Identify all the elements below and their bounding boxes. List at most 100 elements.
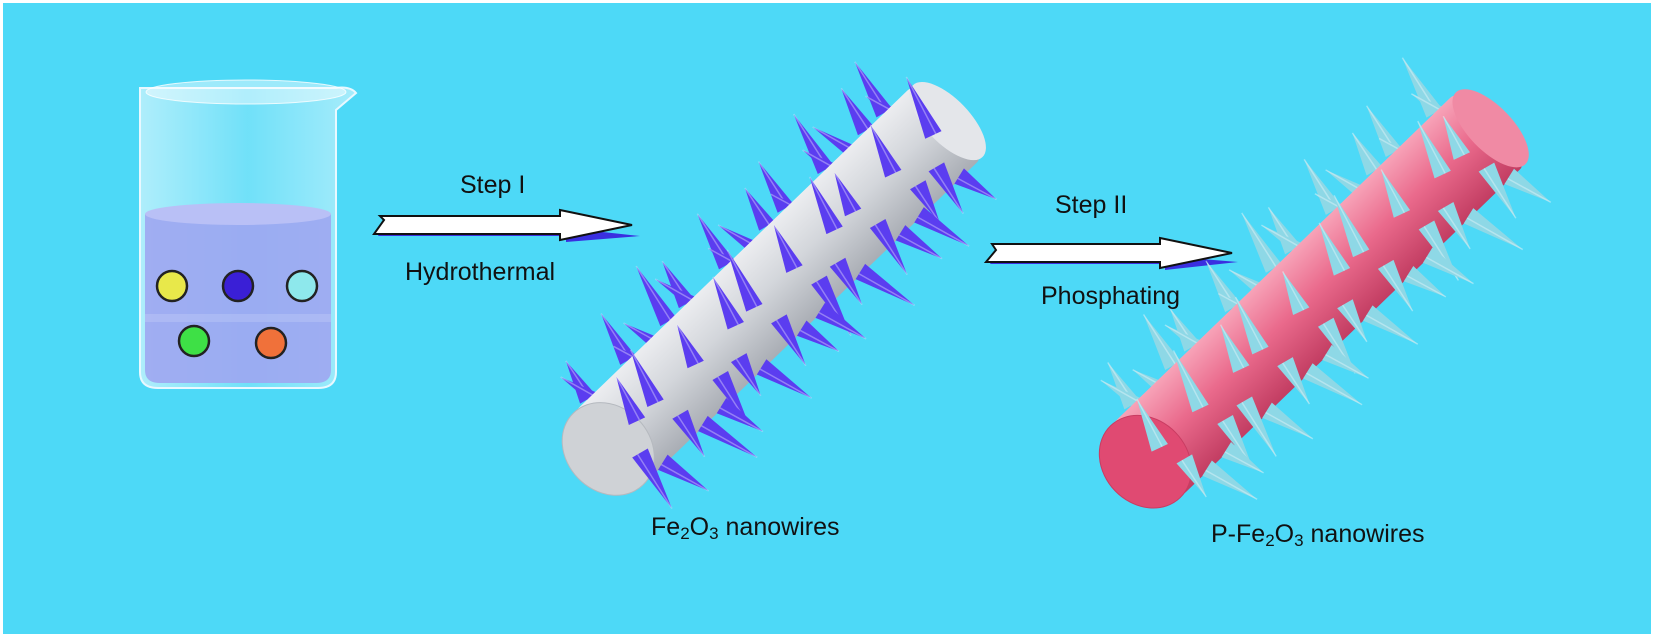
fe2o3-label-sub2: 3 bbox=[709, 524, 719, 543]
nanowire-spike-highlight bbox=[1365, 314, 1419, 345]
p-fe2o3-front-spikes bbox=[1136, 115, 1552, 500]
nanowire-spike-highlight bbox=[1241, 401, 1277, 457]
nanowire-spike bbox=[1262, 402, 1313, 439]
nanowire-spike bbox=[1303, 363, 1363, 405]
nanowire-spike-highlight bbox=[1224, 451, 1264, 474]
nanowire-spike bbox=[910, 180, 940, 223]
nanowire-spike-highlight bbox=[1234, 296, 1264, 350]
fe2o3-label-sub1: 2 bbox=[680, 524, 690, 543]
nanowire-spike bbox=[744, 188, 775, 231]
step-2-title: Step II bbox=[1055, 191, 1128, 219]
nanowire-spike bbox=[1377, 259, 1413, 312]
p-fe2o3-rod-end-cap bbox=[1098, 414, 1192, 509]
precursor-ion-orange bbox=[254, 326, 288, 360]
nanowire-spike bbox=[1403, 265, 1446, 297]
nanowire-spike-highlight bbox=[1425, 256, 1474, 285]
nanowire-spike bbox=[1143, 314, 1181, 371]
nanowire-spike-highlight bbox=[1507, 177, 1552, 203]
nanowire-spike-highlight bbox=[914, 185, 941, 224]
nanowire-spike bbox=[1381, 169, 1411, 218]
nanowire-spike bbox=[698, 415, 758, 458]
step-1-title: Step I bbox=[460, 171, 526, 199]
fe2o3-nanowire bbox=[560, 61, 997, 509]
nanowire-spike-highlight bbox=[874, 224, 908, 276]
nanowire-spike bbox=[630, 349, 664, 408]
p-fe2o3-label-prefix: P-Fe bbox=[1211, 520, 1266, 548]
nanowire-spike-highlight bbox=[676, 324, 699, 364]
nanowire-spike-highlight bbox=[637, 453, 673, 509]
nanowire-spike bbox=[773, 224, 803, 273]
nanowire-spike bbox=[1422, 247, 1474, 284]
nanowire-spike bbox=[809, 176, 843, 235]
nanowire-spike-highlight bbox=[1442, 207, 1471, 250]
nanowire-spike bbox=[636, 266, 676, 327]
nanowire-spike-highlight bbox=[1380, 169, 1406, 214]
nanowire-spike bbox=[1282, 271, 1310, 316]
nanowire-spike-highlight bbox=[1382, 265, 1414, 312]
nanowire-spike-highlight bbox=[1241, 212, 1277, 268]
beaker-with-precursor-solution bbox=[139, 79, 358, 389]
nanowire-spike bbox=[1217, 415, 1253, 467]
nanowire-spike-highlight bbox=[858, 273, 916, 307]
p-fe2o3-nanowire bbox=[1098, 57, 1552, 509]
nanowire-spike-highlight bbox=[1205, 469, 1258, 500]
nanowire-spike-highlight bbox=[719, 407, 764, 433]
nanowire-spike-highlight bbox=[629, 349, 659, 403]
nanowire-spike bbox=[677, 324, 704, 369]
nanowire-spike bbox=[796, 320, 840, 352]
nanowire-spike-highlight bbox=[1351, 132, 1378, 171]
nanowire-spike bbox=[756, 359, 812, 399]
fe2o3-label: Fe2O3 nanowires bbox=[651, 513, 839, 542]
nanowire-spike-highlight bbox=[917, 216, 970, 247]
nanowire-spike-highlight bbox=[898, 234, 943, 260]
beaker-rim bbox=[145, 79, 347, 105]
p-fe2o3-label-suffix: nanowires bbox=[1303, 520, 1425, 548]
nanowire-spike bbox=[928, 162, 964, 214]
nanowire-spike-highlight bbox=[834, 263, 863, 306]
nanowire-spike-highlight bbox=[615, 376, 641, 421]
nanowire-spike-highlight bbox=[701, 425, 758, 459]
nanowire-spike-highlight bbox=[1181, 459, 1207, 498]
nanowire-spike-highlight bbox=[1142, 314, 1176, 365]
nanowire-spike bbox=[727, 249, 763, 312]
nanowire-spike bbox=[672, 409, 705, 457]
nanowire-spike bbox=[1202, 460, 1258, 500]
nanowire-spike bbox=[906, 76, 942, 139]
nanowire-spike bbox=[1322, 344, 1369, 379]
nanowire-spike-highlight bbox=[735, 358, 762, 397]
nanowire-spike bbox=[1136, 398, 1168, 452]
nanowire-spike-highlight bbox=[1281, 270, 1305, 311]
nanowire-spike bbox=[1176, 454, 1207, 497]
nanowire-spike-highlight bbox=[635, 265, 672, 321]
precursor-ion-cyan bbox=[285, 269, 319, 303]
nanowire-spike bbox=[914, 207, 970, 247]
nanowire-spike-highlight bbox=[840, 87, 869, 130]
step-2-method: Phosphating bbox=[1041, 282, 1181, 310]
nanowire-spike-highlight bbox=[1306, 372, 1363, 406]
nanowire-spike bbox=[1277, 357, 1310, 405]
nanowire-spike-highlight bbox=[1282, 362, 1311, 405]
nanowire-spike bbox=[815, 302, 867, 339]
nanowire-spike-highlight bbox=[1406, 275, 1447, 298]
nanowire-spike bbox=[1504, 168, 1551, 203]
nanowire-spike bbox=[1417, 121, 1451, 179]
nanowire-spike bbox=[730, 353, 761, 396]
nanowire-spike-highlight bbox=[1466, 217, 1524, 251]
fe2o3-front-spikes bbox=[615, 76, 997, 509]
nanowire-spike bbox=[829, 257, 863, 305]
fe2o3-rod-far-end bbox=[909, 81, 986, 161]
nanowire-spike bbox=[632, 448, 672, 509]
nanowire-spike-highlight bbox=[1172, 350, 1204, 408]
nanowire-spike bbox=[1437, 201, 1471, 249]
nanowire-spike bbox=[716, 397, 764, 432]
nanowire-spike-highlight bbox=[1325, 353, 1369, 379]
step-1-method: Hydrothermal bbox=[405, 258, 556, 286]
nanowire-spike bbox=[1221, 441, 1264, 473]
nanowire-spike-highlight bbox=[905, 76, 937, 135]
nanowire-spike-highlight bbox=[775, 319, 807, 367]
nanowire-spike-highlight bbox=[1219, 324, 1245, 369]
nanowire-spike bbox=[1337, 299, 1367, 342]
nanowire-spike-highlight bbox=[1318, 222, 1346, 272]
nanowire-spike-highlight bbox=[1341, 304, 1368, 343]
